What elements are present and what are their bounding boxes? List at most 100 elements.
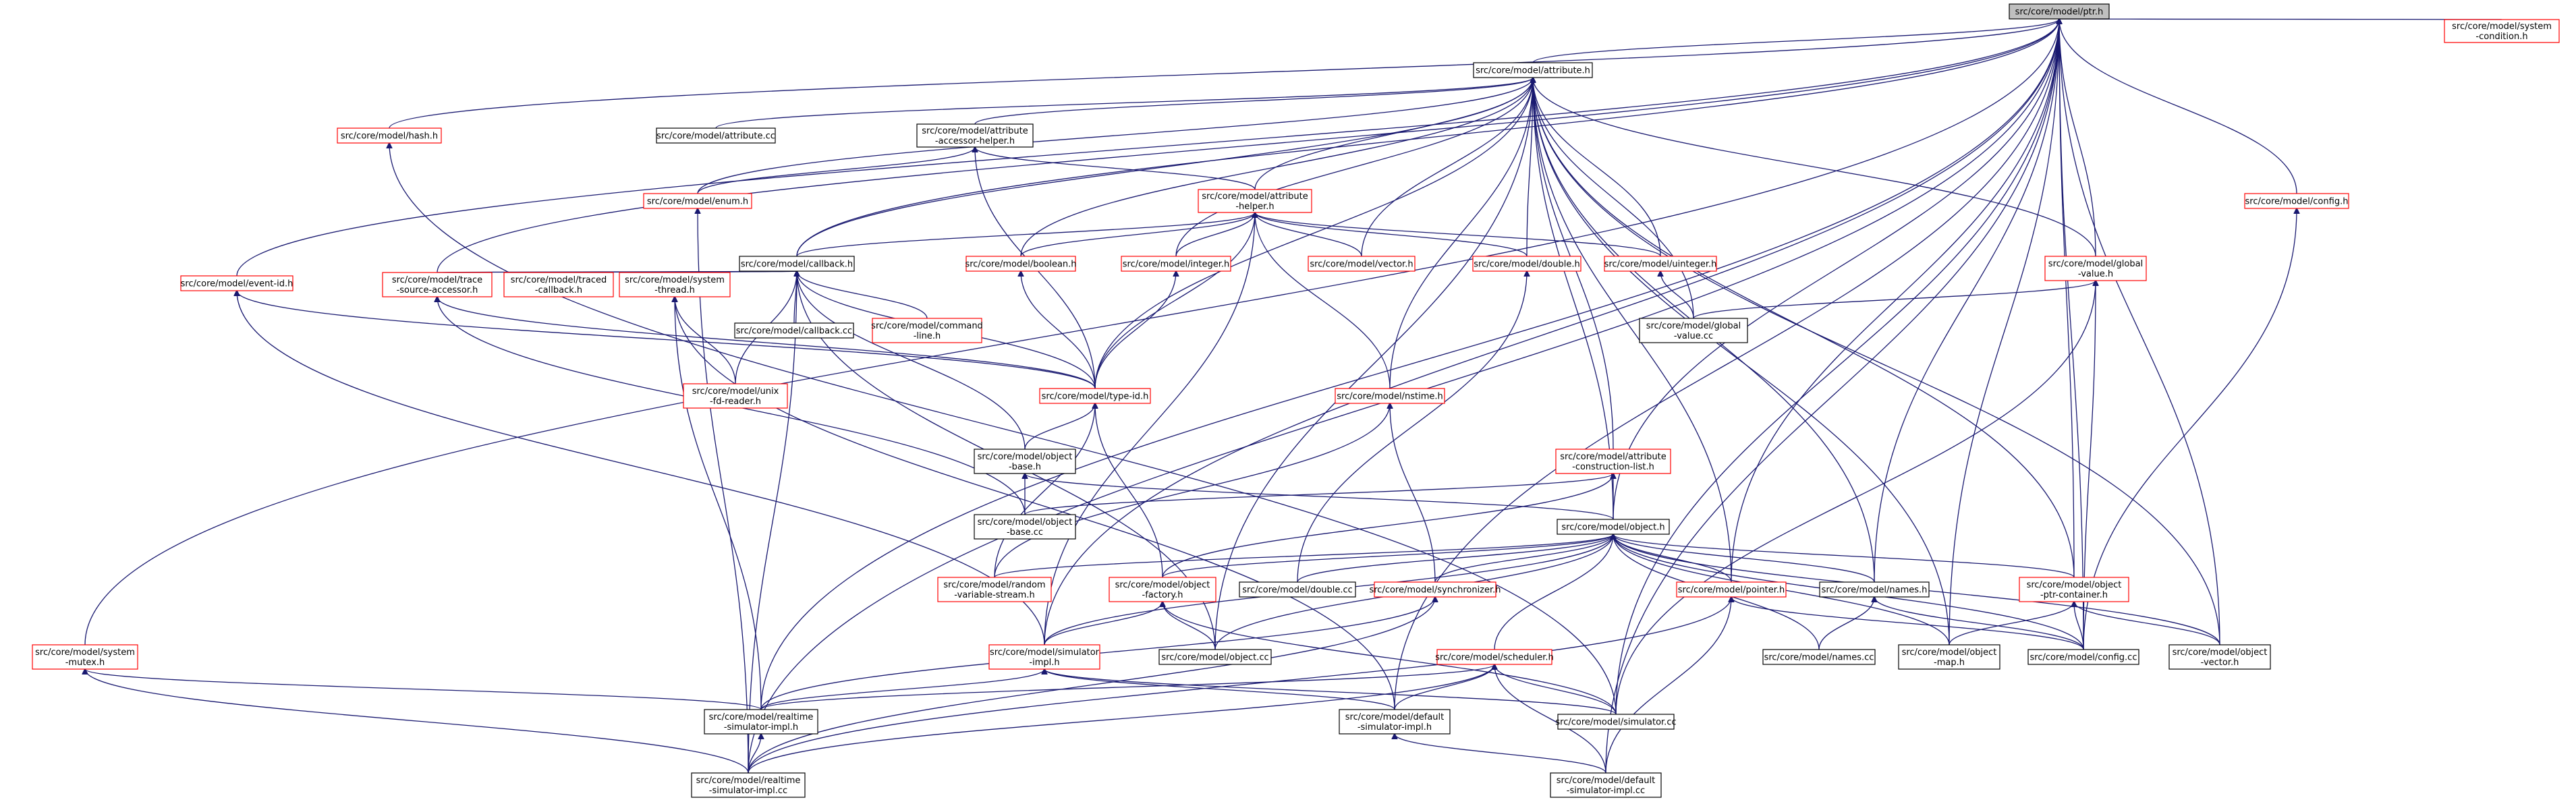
edge-objectcc-to-factory	[1163, 602, 1216, 650]
edge-factory-to-object	[1162, 534, 1613, 578]
node-box	[180, 275, 293, 291]
node-label-line: -thread.h	[654, 285, 695, 295]
node-box	[1308, 256, 1416, 272]
node-label-line: src/core/model/object	[1115, 580, 1210, 590]
node-box	[916, 123, 1034, 148]
node-vector[interactable]: src/core/model/vector.h	[1308, 256, 1416, 272]
node-defimplcc[interactable]: src/core/model/default-simulator-impl.cc	[1550, 772, 1662, 798]
node-box	[503, 272, 614, 297]
node-box	[691, 772, 806, 798]
node-callbackcc[interactable]: src/core/model/callback.cc	[734, 322, 854, 339]
node-factory[interactable]: src/core/model/object-factory.h	[1109, 577, 1216, 602]
node-unixfd[interactable]: src/core/model/unix-fd-reader.h	[683, 383, 788, 409]
node-defimpl[interactable]: src/core/model/default-simulator-impl.h	[1339, 709, 1451, 735]
node-callback[interactable]: src/core/model/callback.h	[739, 256, 855, 272]
node-syscond[interactable]: src/core/model/system-condition.h	[2444, 19, 2560, 43]
node-box	[974, 449, 1076, 474]
node-box	[1335, 388, 1445, 404]
node-label-line: src/core/model/object	[978, 452, 1073, 462]
node-systhread[interactable]: src/core/model/system-thread.h	[619, 272, 731, 297]
node-label-line: src/core/model/ptr.h	[2015, 7, 2104, 18]
node-pointer[interactable]: src/core/model/pointer.h	[1676, 581, 1787, 598]
node-globalvalue[interactable]: src/core/model/global-value.h	[2044, 256, 2147, 281]
node-objmap[interactable]: src/core/model/object-map.h	[1898, 644, 2000, 670]
node-cmdline[interactable]: src/core/model/command-line.h	[871, 318, 983, 343]
node-box	[1198, 189, 1312, 213]
node-enum[interactable]: src/core/model/enum.h	[643, 193, 752, 209]
node-rtimplcc[interactable]: src/core/model/realtime-simulator-impl.c…	[691, 772, 806, 798]
edge-rtimpl-to-ptr	[760, 19, 2059, 710]
node-trace[interactable]: src/core/model/trace-source-accessor.h	[382, 272, 493, 297]
node-uinteger[interactable]: src/core/model/uinteger.h	[1604, 256, 1717, 272]
edge-typeid-to-eventid	[237, 291, 1096, 389]
edge-objectcc-to-attribute	[1214, 78, 1533, 650]
edge-objbase-to-typeid	[1024, 403, 1095, 450]
node-simimpl[interactable]: src/core/model/simulator-impl.h	[988, 644, 1100, 670]
node-ptrcont[interactable]: src/core/model/object-ptr-container.h	[2019, 577, 2129, 602]
node-box	[32, 644, 138, 670]
node-traced[interactable]: src/core/model/traced-callback.h	[503, 272, 614, 297]
edge-rtimplcc-to-sysmutex	[85, 669, 749, 774]
node-double[interactable]: src/core/model/double.h	[1472, 256, 1581, 272]
node-rtimpl[interactable]: src/core/model/realtime-simulator-impl.h	[704, 709, 818, 735]
node-box	[1374, 581, 1496, 598]
edge-eventid-to-ptr	[236, 19, 2059, 277]
node-box	[1039, 388, 1151, 404]
node-attrhelper[interactable]: src/core/model/attribute-helper.h	[1198, 189, 1312, 213]
node-objbasecc[interactable]: src/core/model/object-base.cc	[974, 514, 1076, 540]
node-globalcc[interactable]: src/core/model/global-value.cc	[1639, 318, 1748, 343]
node-typeid[interactable]: src/core/model/type-id.h	[1039, 388, 1151, 404]
node-box	[683, 383, 788, 409]
node-attributecc[interactable]: src/core/model/attribute.cc	[656, 127, 776, 144]
node-label-line: src/core/model/random	[943, 580, 1045, 590]
node-label-line: -helper.h	[1235, 202, 1274, 212]
node-box	[1639, 318, 1748, 343]
node-names[interactable]: src/core/model/names.h	[1819, 581, 1930, 598]
node-scheduler[interactable]: src/core/model/scheduler.h	[1435, 649, 1554, 665]
edge-defimpl-to-systhread	[675, 297, 1395, 710]
edge-globalcc-to-uinteger	[1660, 271, 1694, 319]
node-box	[1436, 649, 1552, 665]
node-doublecc[interactable]: src/core/model/double.cc	[1239, 581, 1356, 598]
node-configcc[interactable]: src/core/model/config.cc	[2027, 649, 2139, 665]
edge-sysmutex-to-ptr	[84, 19, 2059, 645]
node-boolean[interactable]: src/core/model/boolean.h	[965, 256, 1077, 272]
node-namescc[interactable]: src/core/model/names.cc	[1762, 649, 1876, 665]
node-ptr[interactable]: src/core/model/ptr.h	[2009, 3, 2110, 20]
node-eventid[interactable]: src/core/model/event-id.h	[180, 275, 293, 291]
node-accessor[interactable]: src/core/model/attribute-accessor-helper…	[916, 123, 1034, 148]
node-random[interactable]: src/core/model/random-variable-stream.h	[937, 577, 1052, 602]
node-attribute[interactable]: src/core/model/attribute.h	[1473, 62, 1593, 78]
node-label-line: src/core/model/system	[625, 275, 725, 285]
edge-simimpl-to-eventid	[237, 291, 1045, 645]
node-label-line: src/core/model/unix	[692, 386, 779, 397]
node-label-line: -factory.h	[1142, 590, 1183, 600]
edge-rtimplcc-to-enum	[698, 208, 749, 774]
node-integer[interactable]: src/core/model/integer.h	[1121, 256, 1231, 272]
node-objbase[interactable]: src/core/model/object-base.h	[974, 449, 1076, 474]
node-box	[619, 272, 731, 297]
node-box	[1158, 649, 1272, 665]
edge-syscond-to-ptr	[2059, 19, 2502, 20]
node-object[interactable]: src/core/model/object.h	[1557, 519, 1670, 535]
edge-ptrcont-to-ptr	[2059, 19, 2075, 578]
node-config[interactable]: src/core/model/config.h	[2244, 193, 2349, 209]
edge-object-to-attribute	[1533, 78, 1614, 520]
edge-defimpl-to-simimpl	[1044, 669, 1395, 710]
node-objectcc[interactable]: src/core/model/object.cc	[1158, 649, 1272, 665]
edge-simimpl-to-factory	[1044, 602, 1163, 645]
node-simcc[interactable]: src/core/model/simulator.cc	[1555, 714, 1677, 730]
node-objvec[interactable]: src/core/model/object-vector.h	[2168, 644, 2271, 670]
node-constr[interactable]: src/core/model/attribute-construction-li…	[1555, 449, 1671, 474]
node-nstime[interactable]: src/core/model/nstime.h	[1335, 388, 1445, 404]
edges-layer	[84, 19, 2502, 774]
node-sysmutex[interactable]: src/core/model/system-mutex.h	[32, 644, 138, 670]
node-label-line: -condition.h	[2475, 32, 2527, 42]
edge-defimpl-to-scheduler	[1394, 664, 1494, 710]
edge-integer-to-attrhelper	[1175, 212, 1255, 257]
node-sync[interactable]: src/core/model/synchronizer.h	[1369, 581, 1501, 598]
node-label-line: src/core/model/attribute	[1202, 192, 1308, 202]
node-label-line: src/core/model/object.cc	[1161, 653, 1268, 663]
node-hash[interactable]: src/core/model/hash.h	[337, 127, 442, 144]
node-label-line: -mutex.h	[65, 658, 105, 668]
